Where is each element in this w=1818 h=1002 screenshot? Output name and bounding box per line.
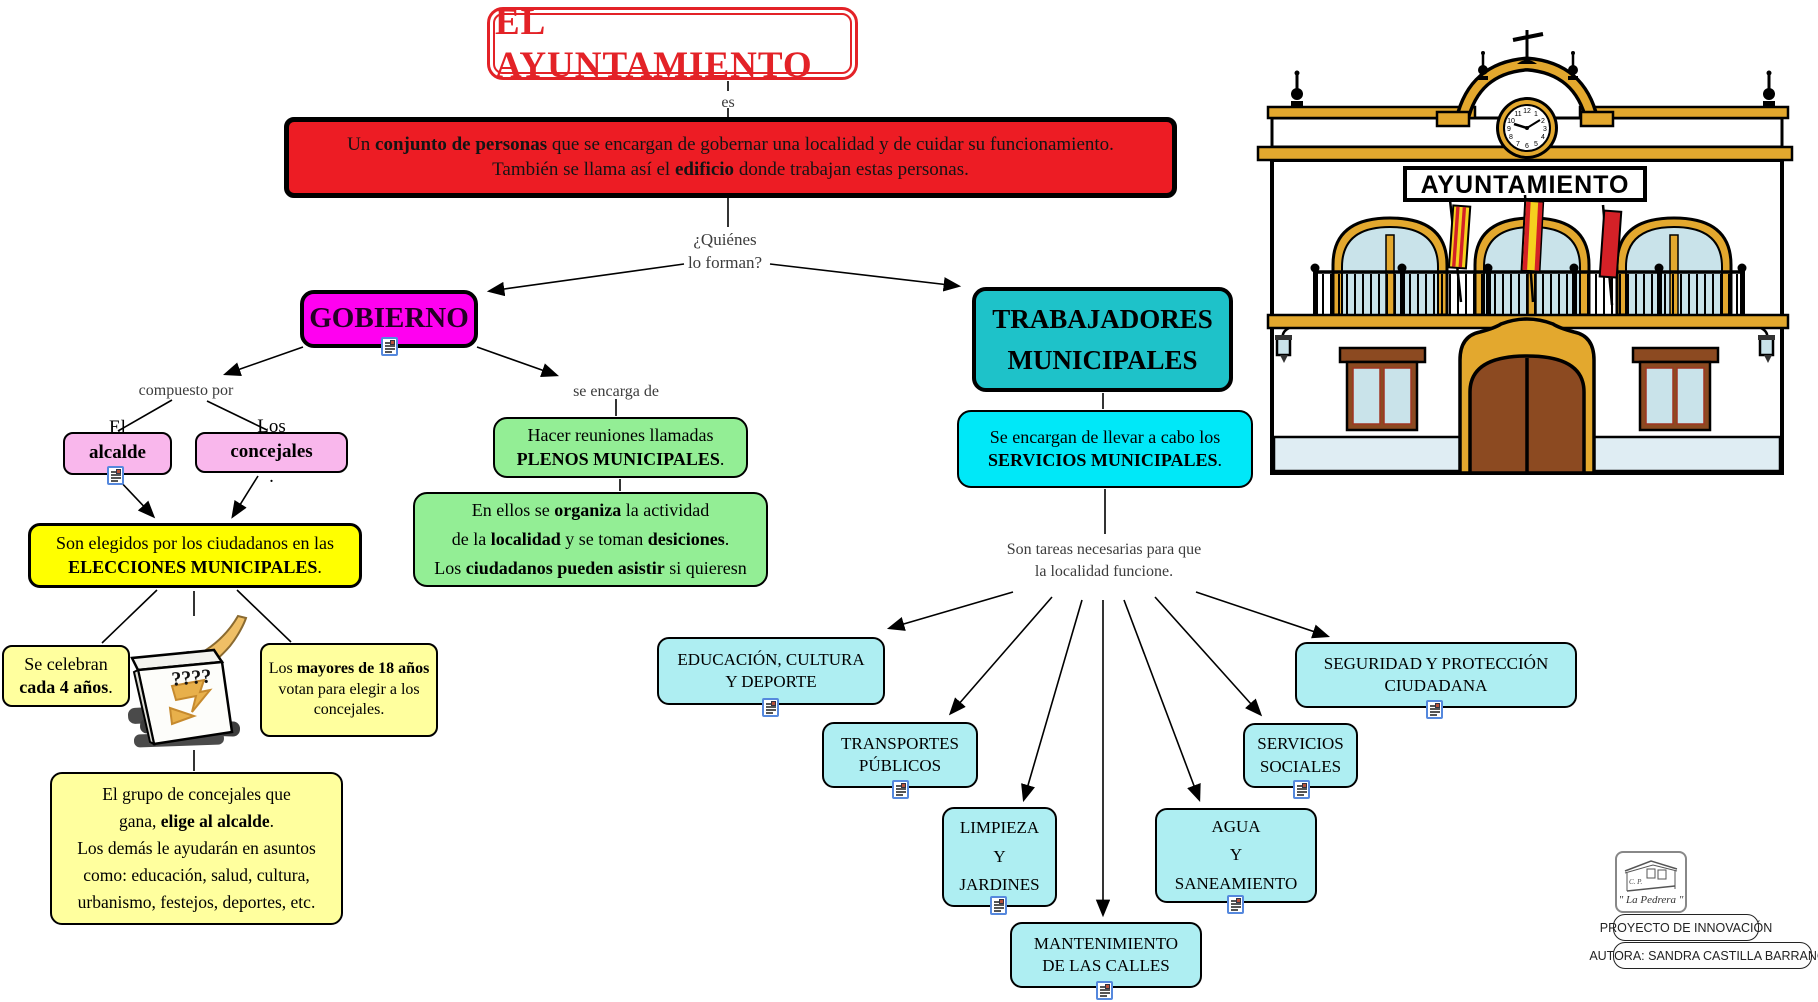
edge-label-se-encarga-de: se encarga de xyxy=(573,383,659,400)
arrow-quienes-trabajadores xyxy=(769,263,962,292)
ballot-box-illustration: ???? xyxy=(127,614,248,748)
svg-text:10: 10 xyxy=(1507,118,1515,125)
svg-text:4: 4 xyxy=(1541,134,1545,141)
arrow-tareas-seguridad xyxy=(1195,591,1331,639)
resource-icon-gobierno[interactable] xyxy=(381,337,398,356)
arrow-tareas-transportes xyxy=(948,596,1053,716)
arrow-tareas-limpieza xyxy=(1021,599,1083,803)
svg-text:12: 12 xyxy=(1523,108,1531,115)
celebran-box: Se celebran cada 4 años. xyxy=(2,645,130,707)
svg-text:2: 2 xyxy=(1541,118,1545,125)
definition-box: Un conjunto de personas que se encargan … xyxy=(284,117,1177,198)
edge-label-son-tareas: Son tareas necesarias para que la locali… xyxy=(1006,541,1202,580)
grupo-box: El grupo de concejales que gana, elige a… xyxy=(50,772,343,925)
arrow-concejales-elecciones xyxy=(231,475,259,519)
pediment xyxy=(1435,30,1615,128)
finials xyxy=(1291,51,1775,106)
resource-icon-seguridad[interactable] xyxy=(1426,700,1443,719)
arrow-quienes-gobierno xyxy=(486,263,685,297)
resource-icon-transportes[interactable] xyxy=(892,780,909,799)
main-door xyxy=(1458,317,1596,475)
svg-text:AYUNTAMIENTO: AYUNTAMIENTO xyxy=(1421,171,1630,199)
svg-text:6: 6 xyxy=(1525,143,1529,150)
arrow-tareas-agua xyxy=(1123,599,1201,802)
mayores-box: Los mayores de 18 años votan para elegir… xyxy=(260,643,438,737)
svg-text:7: 7 xyxy=(1516,141,1520,148)
resource-icon-limpieza[interactable] xyxy=(990,896,1007,915)
ballot-box-body xyxy=(130,648,234,746)
resource-icon-sociales[interactable] xyxy=(1293,780,1310,799)
title-box: EL AYUNTAMIENTO xyxy=(487,2,858,86)
page-title: EL AYUNTAMIENTO xyxy=(493,2,852,86)
edge-label-quienes: ¿Quiénes lo forman? xyxy=(687,230,763,272)
resource-icon-agua[interactable] xyxy=(1227,895,1244,914)
resource-icon-alcalde[interactable] xyxy=(107,466,124,485)
edge-label-compuesto-por: compuesto por xyxy=(138,382,234,399)
ground-windows xyxy=(1338,346,1720,432)
flag-senyera xyxy=(1447,199,1472,303)
concejales-box: Los concejales. xyxy=(195,416,348,487)
flag-spain xyxy=(1520,194,1545,303)
school-logo: C. P. " La Pedrera " xyxy=(1615,851,1687,913)
svg-text:5: 5 xyxy=(1534,141,1538,148)
project-label: PROYECTO DE INNOVACIÓN xyxy=(1600,914,1772,941)
gobierno-box: GOBIERNO xyxy=(300,290,478,348)
resource-icon-mantenimiento[interactable] xyxy=(1096,981,1113,1000)
arrow-gobierno-compuesto xyxy=(222,346,304,377)
flags xyxy=(1447,194,1623,306)
line-elecciones-celebran xyxy=(101,589,158,644)
line-elecciones-mayores xyxy=(236,589,292,643)
svg-text:11: 11 xyxy=(1514,111,1521,118)
servicios-municipales-box: Se encargan de llevar a cabo los SERVICI… xyxy=(957,410,1253,488)
ballot-question-marks: ???? xyxy=(171,665,213,690)
svg-text:1: 1 xyxy=(1534,111,1538,118)
line-compuesto-concejales xyxy=(206,400,268,431)
school-logo-sketch: C. P. " La Pedrera " xyxy=(1619,860,1684,906)
building-sign: AYUNTAMIENTO xyxy=(1403,166,1647,202)
svg-text:C. P.: C. P. xyxy=(1629,878,1643,886)
author-label: AUTORA: SANDRA CASTILLA BARRANCO xyxy=(1589,942,1818,969)
svg-text:" La Pedrera ": " La Pedrera " xyxy=(1619,894,1684,906)
lanterns xyxy=(1275,326,1775,363)
organiza-box: En ellos se organiza la actividad de la … xyxy=(413,492,768,587)
flag-red xyxy=(1598,204,1623,306)
resource-icon-educacion[interactable] xyxy=(762,698,779,717)
svg-text:8: 8 xyxy=(1509,134,1513,141)
arrow-tareas-educacion xyxy=(886,591,1014,631)
line-compuesto-alcalde xyxy=(117,399,173,432)
svg-text:9: 9 xyxy=(1507,126,1511,133)
arrow-tareas-sociales xyxy=(1154,596,1263,717)
svg-text:3: 3 xyxy=(1543,126,1547,133)
balcony-railing xyxy=(1310,263,1747,316)
edge-label-es: es xyxy=(721,94,735,111)
arrow-gobierno-encarga xyxy=(476,346,560,377)
elecciones-box: Son elegidos por los ciudadanos en las E… xyxy=(28,523,362,588)
plenos-box: Hacer reuniones llamadas PLENOS MUNICIPA… xyxy=(493,417,748,478)
